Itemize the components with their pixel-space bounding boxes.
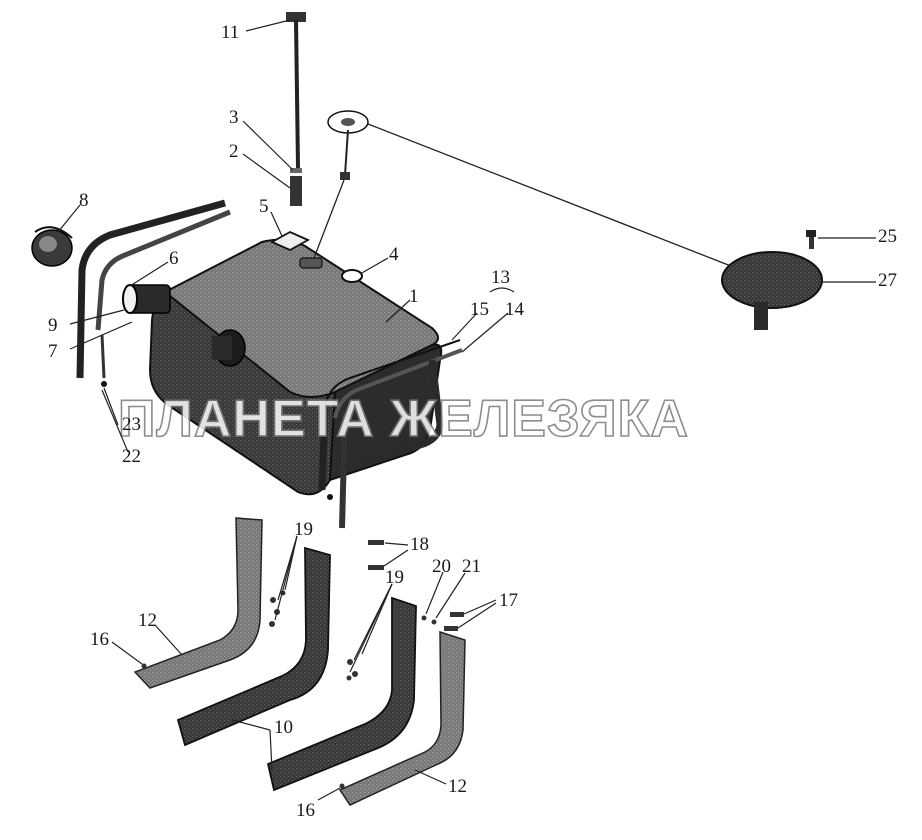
callout-15: 15 (470, 299, 489, 320)
watermark: ПЛАНЕТА ЖЕЛЕЗЯКА (118, 390, 689, 448)
bracket-right-outer (338, 630, 466, 806)
callout-23: 23 (122, 414, 141, 435)
callout-7: 7 (48, 341, 58, 362)
callout-labels: 11 3 2 5 4 8 6 9 7 1 13 15 14 23 22 25 2… (48, 22, 897, 821)
bolts-18 (368, 540, 384, 570)
callout-11: 11 (221, 22, 239, 43)
bracket-right-inner (266, 596, 417, 792)
bracket-left-inner (176, 546, 331, 747)
cover-plate (721, 251, 823, 330)
callout-22: 22 (122, 446, 141, 467)
callout-12-right: 12 (448, 776, 467, 797)
callout-17: 17 (499, 590, 518, 611)
callout-4: 4 (389, 244, 399, 265)
callout-21: 21 (462, 556, 481, 577)
callout-8: 8 (79, 190, 89, 211)
callout-10: 10 (274, 717, 293, 738)
gasket (269, 230, 311, 252)
callout-16-left: 16 (90, 629, 109, 650)
left-straps (76, 199, 231, 387)
nuts-16 (141, 663, 345, 789)
callout-6: 6 (169, 248, 179, 269)
level-sensor (286, 12, 306, 206)
fasteners-17-20-21 (421, 612, 464, 631)
callout-1: 1 (409, 286, 419, 307)
bolt-25 (806, 230, 816, 249)
callout-12-left: 12 (138, 610, 157, 631)
callout-16-right: 16 (296, 800, 315, 821)
callout-2: 2 (229, 141, 239, 162)
callout-25: 25 (878, 226, 897, 247)
callout-18: 18 (410, 534, 429, 555)
callout-13: 13 (491, 267, 510, 288)
tank-straps (318, 339, 463, 529)
leader-lines (57, 19, 876, 801)
bracket-left-outer (133, 517, 263, 689)
callout-3: 3 (229, 107, 239, 128)
callout-27: 27 (878, 270, 897, 291)
callout-5: 5 (259, 196, 269, 217)
callout-14: 14 (505, 299, 525, 320)
filler-cap (31, 226, 73, 267)
ring-seal (341, 269, 363, 283)
callout-19-right: 19 (385, 567, 404, 588)
callout-19-left: 19 (294, 519, 313, 540)
callout-9: 9 (48, 315, 58, 336)
callout-20: 20 (432, 556, 451, 577)
sender-disk (313, 110, 737, 269)
